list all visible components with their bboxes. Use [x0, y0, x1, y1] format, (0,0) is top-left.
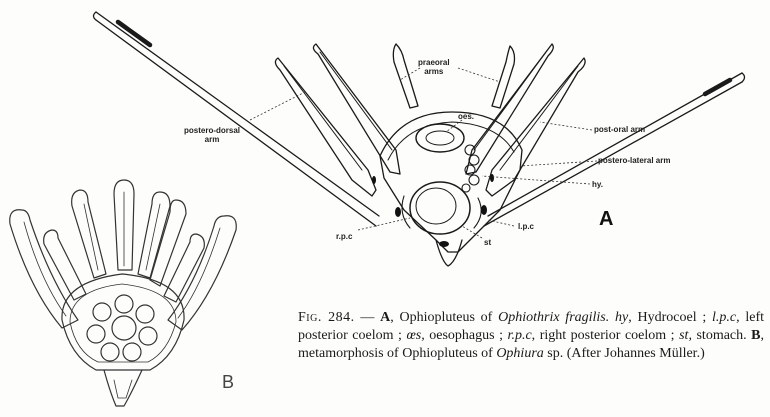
label-oes: oes.: [458, 112, 474, 121]
left-posterior-coelom: [474, 198, 481, 228]
caption-b-letter: B: [751, 328, 760, 343]
caption-a-letter: A: [380, 310, 390, 325]
caption-fig-label: Fig. 284.: [298, 310, 355, 325]
praeoral-arm-left: [393, 44, 418, 108]
post-oral-arm-right: [466, 44, 553, 174]
stomach: [410, 182, 470, 234]
caption-species-b: Ophiura: [496, 346, 543, 361]
figure-caption: Fig. 284. — A, Ophiopluteus of Ophiothri…: [298, 309, 764, 363]
label-postero-lateral-arm: postero-lateral arm: [598, 156, 670, 165]
label-st: st: [484, 238, 491, 247]
label-lpc: l.p.c: [518, 222, 534, 231]
panel-letter-a: A: [599, 208, 613, 231]
oesophagus: [416, 124, 464, 152]
postero-dorsal-arm-left: [275, 58, 376, 196]
caption-species-a: Ophiothrix fragilis.: [498, 310, 609, 325]
label-postero-dorsal-arm: postero-dorsal arm: [184, 126, 240, 144]
label-rpc: r.p.c: [336, 232, 352, 241]
hydrocoel: [462, 145, 479, 192]
label-post-oral-arm: post-oral arm: [594, 125, 645, 134]
panel-letter-b: B: [222, 372, 234, 393]
post-oral-arm-left: [313, 44, 400, 174]
label-praeoral-arms: praeoral arms: [418, 58, 450, 76]
figure-b-metamorphosis-drawing: [0, 170, 260, 417]
label-hy: hy.: [592, 180, 603, 189]
